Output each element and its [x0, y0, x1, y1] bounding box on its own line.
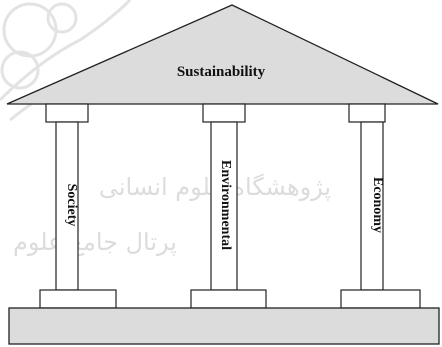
pillar-label-economy: Economy — [370, 177, 385, 233]
pillar-society: Society — [39, 103, 117, 309]
watermark-line-2: پرتال جامع علوم — [13, 228, 177, 256]
pillar-base — [190, 289, 267, 309]
pillar-label-environmental: Environmental — [218, 160, 233, 250]
roof — [6, 4, 439, 105]
pillar-economy: Economy — [340, 103, 421, 309]
pillar-label-society: Society — [64, 184, 79, 227]
pillar-base — [39, 289, 117, 309]
foundation-base — [8, 307, 440, 345]
roof-title: Sustainability — [177, 64, 266, 80]
pillar-capital — [45, 103, 89, 123]
pillar-base — [340, 289, 421, 309]
pillar-capital — [202, 103, 246, 123]
pillar-capital — [348, 103, 386, 123]
pillar-environmental: Environmental — [190, 103, 267, 309]
watermark: پژوهشگاه علوم انسانی پرتال جامع علوم — [0, 0, 331, 256]
pillar-shaft — [210, 121, 238, 291]
